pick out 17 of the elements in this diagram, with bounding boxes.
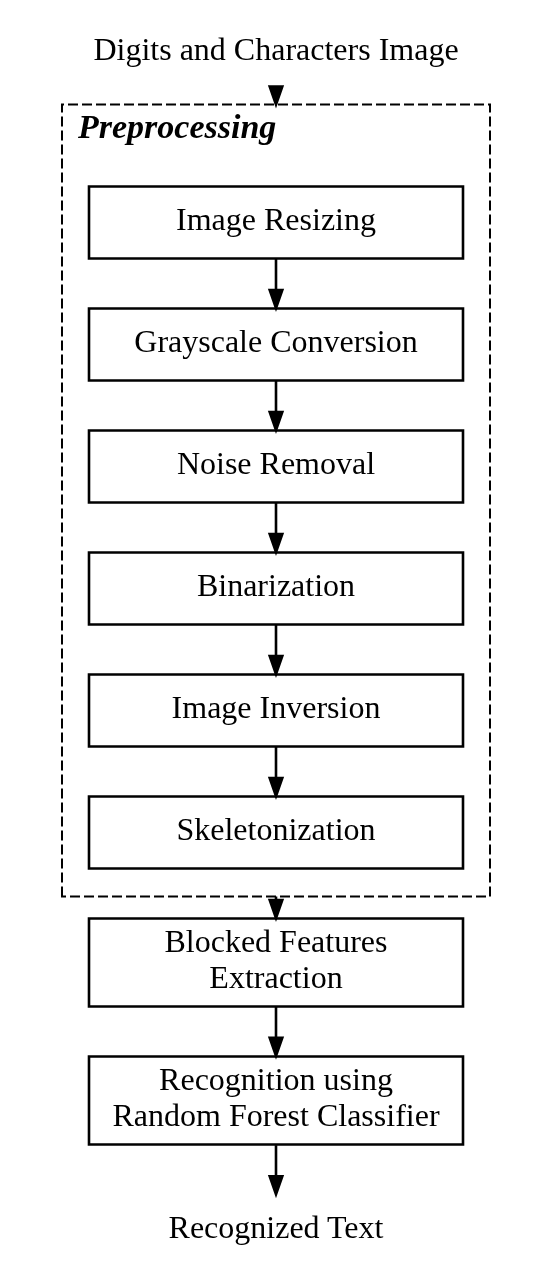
node-text: Recognized Text: [168, 1209, 384, 1246]
node-box: Image Resizing: [87, 185, 465, 260]
arrow: [267, 502, 285, 556]
arrow: [267, 1145, 285, 1199]
arrow: [267, 624, 285, 678]
arrow: [267, 258, 285, 312]
arrow: [267, 746, 285, 800]
node-box: Binarization: [87, 551, 465, 626]
node-box: Grayscale Conversion: [87, 307, 465, 382]
node-box: Noise Removal: [87, 429, 465, 504]
arrow: [267, 380, 285, 434]
node-box: Image Inversion: [87, 673, 465, 748]
node-box: Blocked Features Extraction: [87, 917, 465, 1008]
arrow: [267, 1006, 285, 1060]
node-text: Digits and Characters Image: [93, 31, 459, 68]
node-box: Recognition using Random Forest Classifier: [87, 1055, 465, 1146]
node-box: Skeletonization: [87, 795, 465, 870]
